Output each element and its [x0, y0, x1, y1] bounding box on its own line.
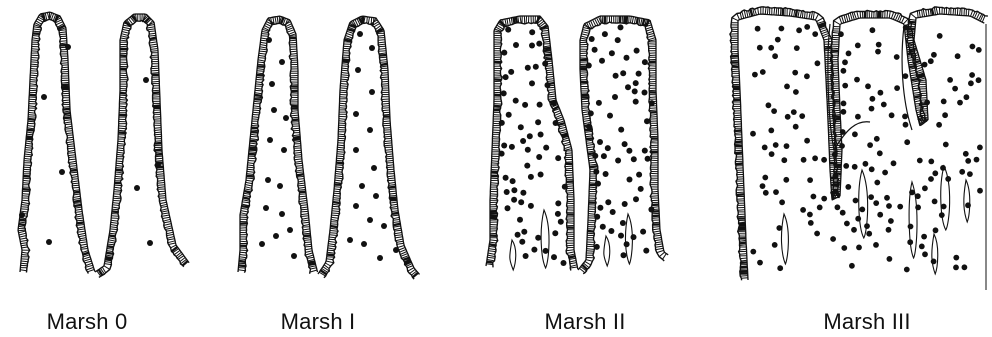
- marsh-0-panel: [18, 12, 189, 277]
- marsh-1-panel: [238, 16, 420, 279]
- marsh-2-panel: [486, 16, 668, 274]
- marsh-0-label: Marsh 0: [47, 309, 128, 335]
- marsh-3-label: Marsh III: [823, 309, 910, 335]
- marsh-3-panel: [730, 7, 988, 290]
- marsh-2-label: Marsh II: [544, 309, 625, 335]
- marsh-1-label: Marsh I: [281, 309, 356, 335]
